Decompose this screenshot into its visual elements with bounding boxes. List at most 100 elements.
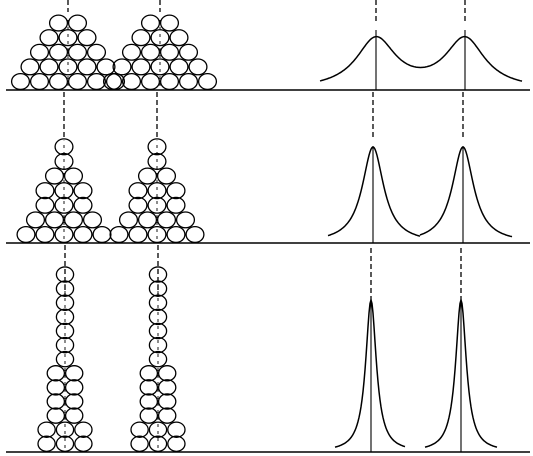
stack-circle — [86, 72, 107, 91]
stack-circle — [55, 266, 75, 283]
stack-circle — [169, 58, 189, 76]
stack-circle — [92, 225, 112, 244]
stack-circle — [139, 379, 159, 396]
stack-circle — [148, 294, 168, 312]
stack-circle — [157, 393, 177, 410]
stack-circle — [55, 308, 75, 326]
stack-circle — [139, 393, 159, 410]
stack-circle — [55, 280, 75, 297]
stack-circle — [140, 43, 161, 61]
stack-circle — [44, 211, 65, 229]
curve-broad — [319, 35, 523, 82]
stack-circle — [148, 336, 168, 354]
stack-circle — [197, 72, 218, 91]
stack-circle — [67, 72, 88, 91]
stack-circle — [121, 72, 142, 91]
stack-circle — [128, 182, 148, 200]
baselines — [6, 89, 530, 453]
stack-circle — [148, 350, 168, 368]
stack-circle — [58, 58, 78, 76]
stack-circle — [35, 182, 55, 200]
stack-circle — [48, 72, 69, 91]
stack-circle — [63, 167, 84, 185]
stack-circle — [39, 58, 59, 76]
stack-circle — [55, 294, 75, 312]
stack-circle — [29, 72, 50, 91]
stack-circle — [77, 58, 97, 76]
stack-circle — [55, 421, 75, 438]
stack-circle — [167, 421, 186, 438]
stack-circle — [148, 308, 168, 326]
stack-circle — [112, 58, 132, 76]
stack-circle — [185, 225, 205, 244]
circle-stacks — [10, 14, 218, 453]
stack-circle — [166, 225, 186, 244]
stack-circle — [37, 421, 56, 438]
stack-circle — [166, 182, 186, 200]
stack-circle — [35, 225, 55, 244]
stack-circle — [159, 43, 180, 61]
stack-circle — [25, 211, 46, 229]
stack-circle — [148, 266, 168, 283]
stack-circle — [167, 435, 186, 453]
stack-circle — [20, 58, 40, 76]
stack-circle — [166, 196, 186, 214]
stack-circle — [86, 43, 107, 61]
stack-circle — [48, 14, 69, 32]
stack-circle — [96, 58, 116, 76]
stack-circle — [130, 421, 149, 438]
stack-circle — [157, 379, 177, 396]
stack-circle — [82, 211, 103, 229]
stack-circle — [73, 196, 93, 214]
stack-circle — [39, 29, 59, 47]
stack-circle — [140, 14, 161, 32]
stack-circle — [64, 365, 84, 382]
stack-circle — [148, 421, 168, 438]
stack-circle — [73, 225, 93, 244]
stack-circle — [55, 336, 75, 354]
stack-circle — [109, 225, 129, 244]
stack-circle — [148, 435, 168, 453]
stack-circle — [121, 43, 142, 61]
stack-circle — [63, 211, 84, 229]
stack-circle — [156, 167, 177, 185]
stack-circle — [139, 407, 159, 424]
stack-circle — [46, 379, 66, 396]
stack-circle — [137, 167, 158, 185]
stack-circle — [157, 407, 177, 424]
stack-circle — [128, 196, 148, 214]
stack-circle — [140, 72, 161, 91]
stack-circle — [156, 211, 177, 229]
stack-circle — [131, 58, 151, 76]
stack-circle — [44, 167, 65, 185]
curve-sharp-left — [334, 297, 406, 448]
stack-circle — [46, 407, 66, 424]
curve-sharp-right — [424, 297, 498, 448]
stack-circle — [159, 14, 180, 32]
stack-circle — [74, 421, 93, 438]
stack-circle — [46, 393, 66, 410]
stack-circle — [188, 58, 208, 76]
stack-circle — [147, 225, 167, 244]
stack-circle — [10, 72, 31, 91]
stack-circle — [148, 322, 168, 340]
distribution-curves — [319, 35, 523, 448]
stack-circle — [46, 365, 66, 382]
stack-circle — [54, 225, 74, 244]
stack-circle — [16, 225, 36, 244]
stack-circle — [137, 211, 158, 229]
center-guide-lines — [63, 0, 466, 452]
stack-circle — [64, 393, 84, 410]
stack-circle — [131, 29, 151, 47]
stack-circle — [175, 211, 196, 229]
curve-medium-right — [419, 146, 513, 238]
stack-circle — [128, 225, 148, 244]
stack-circle — [29, 43, 50, 61]
stack-circle — [159, 72, 180, 91]
stack-circle — [148, 280, 168, 297]
stack-circle — [55, 350, 75, 368]
stack-circle — [178, 43, 199, 61]
stack-circle — [118, 211, 139, 229]
